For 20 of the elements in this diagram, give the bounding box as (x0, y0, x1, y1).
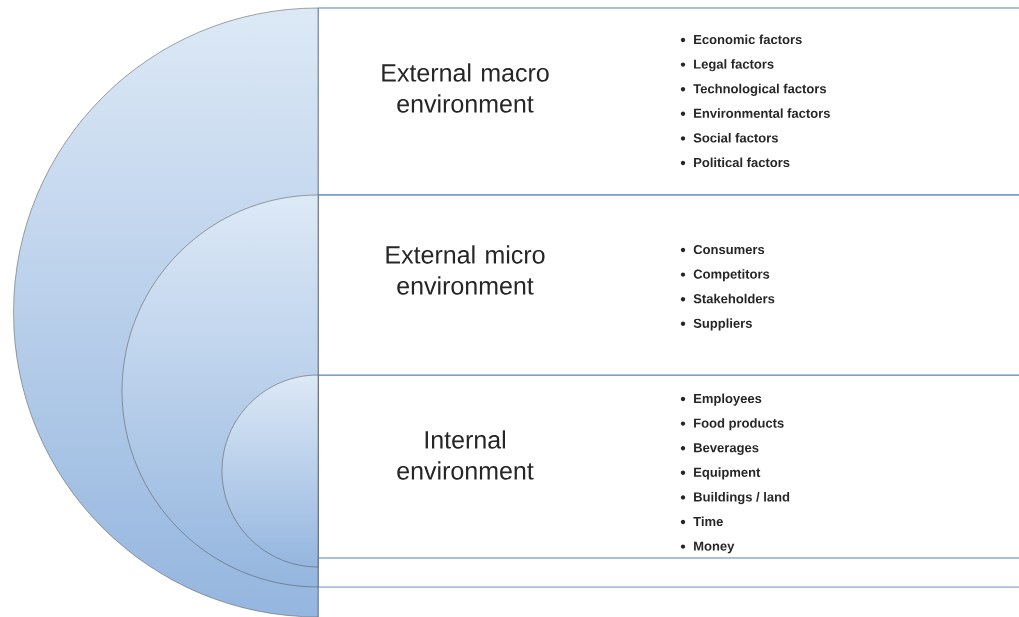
bullet-item: Economic factors (680, 34, 802, 45)
bullet-item: Employees (680, 393, 762, 406)
heading: Internal environment (397, 430, 534, 480)
bullet-item: Stakeholders (680, 293, 775, 304)
bullet-item: Environmental factors (680, 108, 830, 118)
bullet-item: Political factors (680, 157, 790, 168)
heading: External micro environment (386, 245, 545, 295)
bullet-item: Money (680, 541, 735, 554)
bullet-item: Suppliers (680, 318, 752, 331)
bullet-item: Equipment (680, 467, 761, 480)
bullet-item: Competitors (680, 269, 770, 282)
bullet-item: Beverages (680, 443, 759, 455)
bullet-item: Time (680, 516, 723, 527)
bullet-item: Food products (680, 418, 784, 431)
bullet-item: Technological factors (680, 83, 827, 96)
bullet-item: Social factors (680, 132, 778, 143)
bullet-item: Buildings / land (680, 491, 790, 505)
bullet-item: Consumers (680, 244, 765, 255)
heading: External macro environment (382, 63, 549, 113)
bullet-item: Legal factors (680, 59, 774, 72)
